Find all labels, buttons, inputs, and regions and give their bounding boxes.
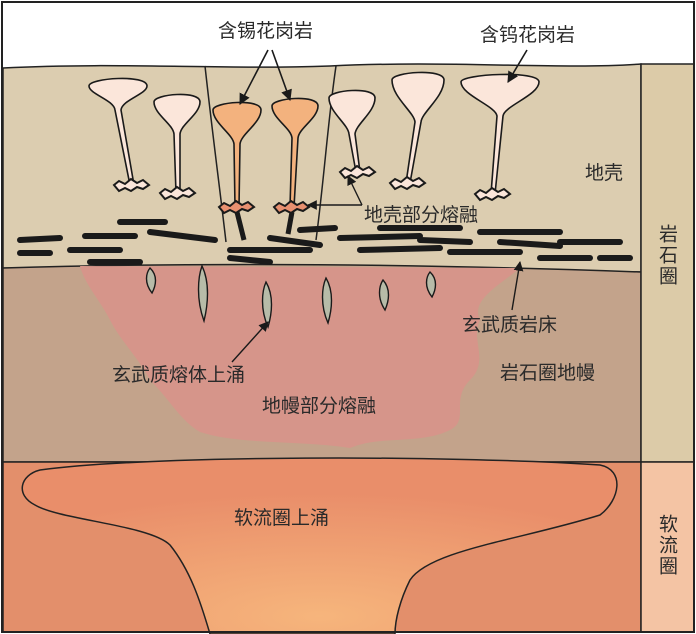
label-asthenosphere-upwelling: 软流圈上涌	[234, 507, 330, 529]
label-crust-partial-melting: 地壳部分熔融	[364, 204, 479, 226]
granite-pluton	[391, 71, 445, 184]
fault-line	[204, 65, 227, 243]
label-tungsten-granite: 含钨花岗岩	[480, 24, 576, 46]
arrow	[271, 49, 292, 102]
arrow	[507, 49, 528, 83]
granite-pluton	[212, 101, 262, 208]
basaltic-melt-dike	[145, 266, 157, 295]
arrow	[231, 321, 269, 363]
basaltic-sills	[17, 219, 633, 265]
arrow	[347, 175, 363, 206]
partial-melt-zone	[112, 177, 151, 193]
label-mantle-partial-melting: 地幔部分熔融	[262, 395, 377, 417]
basaltic-sill	[147, 229, 218, 243]
granite-pluton	[460, 73, 540, 195]
basaltic-sill	[337, 233, 423, 241]
side-label-asthenosphere: 软流圈	[656, 514, 678, 577]
granite-pluton	[271, 97, 319, 208]
granite-plutons	[88, 71, 540, 241]
asthenosphere-upwelling-body	[21, 457, 618, 634]
side-label-lithosphere: 岩石圈	[656, 224, 678, 287]
partial-melt-zone	[338, 164, 377, 180]
basaltic-sill	[227, 255, 273, 265]
basaltic-sill	[267, 235, 323, 248]
label-basaltic-melt-upwelling: 玄武质熔体上涌	[112, 364, 246, 386]
basaltic-sill	[497, 239, 563, 249]
basaltic-sill	[17, 235, 63, 243]
partial-melt-zone	[272, 199, 311, 215]
basaltic-melt-dike	[197, 264, 209, 324]
basaltic-melt-dikes	[145, 264, 437, 330]
granite-pluton	[88, 77, 148, 186]
arrow	[511, 261, 524, 311]
basaltic-melt-dike	[378, 278, 390, 312]
label-basaltic-sill: 玄武质岩床	[462, 314, 558, 336]
basaltic-sill	[417, 237, 473, 245]
granite-pluton	[328, 89, 376, 173]
label-crust: 地壳	[585, 162, 624, 184]
partial-melt-zone	[158, 185, 197, 201]
basaltic-melt-dike	[425, 270, 437, 299]
basaltic-melt-dike	[321, 276, 333, 326]
arrow	[239, 49, 269, 105]
label-lithospheric-mantle: 岩石圈地幔	[500, 362, 596, 384]
fault-line	[315, 65, 337, 241]
basaltic-sill	[297, 225, 338, 233]
granite-pluton	[153, 93, 201, 194]
basaltic-melt-dike	[261, 280, 273, 330]
feeder-dike	[234, 211, 247, 241]
feeder-dike	[285, 211, 295, 235]
partial-melt-zone	[388, 175, 427, 191]
basaltic-sill	[357, 245, 443, 253]
partial-melt-zone	[473, 186, 512, 202]
label-tin-granite: 含锡花岗岩	[218, 20, 314, 42]
partial-melt-zone	[217, 199, 256, 215]
mantle-partial-melting-zone	[80, 266, 520, 448]
